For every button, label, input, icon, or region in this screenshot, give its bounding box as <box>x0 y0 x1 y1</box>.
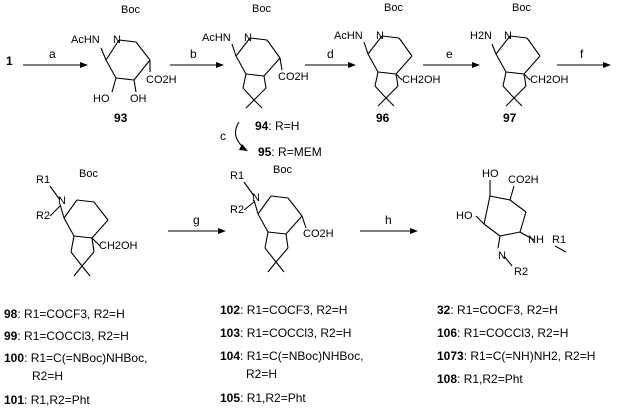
label-94-co2h: CO2H <box>278 71 309 83</box>
definition-102: 102: R1=COCF3, R2=H <box>220 303 348 317</box>
structure-94 <box>231 37 283 109</box>
label-97-n: N <box>504 30 512 42</box>
structure-32-108 <box>475 180 567 267</box>
arrow-e <box>423 62 480 68</box>
definition-94: 94: R=H <box>255 119 300 133</box>
step-b: b <box>190 47 197 61</box>
label-mid-n: N <box>252 192 260 204</box>
label-left-ch2oh: CH2OH <box>99 240 138 252</box>
label-94-achn: AcHN <box>202 32 231 44</box>
label-97-ch2oh: CH2OH <box>530 74 569 86</box>
structure-93 <box>100 39 151 93</box>
label-left-r1: R1 <box>36 174 51 186</box>
step-e: e <box>446 47 453 61</box>
label-mid-r1: R1 <box>230 170 245 182</box>
label-93-co2h: CO2H <box>146 74 177 86</box>
label-93-ho: HO <box>93 93 110 105</box>
label-mid-co2h: CO2H <box>303 228 334 240</box>
definition-104: 104: R1=C(=NBoc)NHBoc, <box>220 349 364 363</box>
label-96-achn: AcHN <box>334 30 363 42</box>
step-g: g <box>193 213 200 227</box>
definition-106: 106: R1=COCCl3, R2=H <box>437 326 569 340</box>
label-97-h2n: H2N <box>470 30 493 42</box>
arrow-f <box>557 62 611 68</box>
label-right-nh: NH <box>528 234 544 246</box>
arrow-h <box>360 228 418 234</box>
label-93-boc: Boc <box>121 4 140 16</box>
label-93-achn: AcHN <box>71 34 100 46</box>
label-left-boc: Boc <box>79 168 98 180</box>
label-right-r1: R1 <box>552 234 567 246</box>
label-97-boc: Boc <box>512 2 531 14</box>
definition-98: 98: R1=COCF3, R2=H <box>4 307 125 321</box>
definition-95: 95: R=MEM <box>258 145 322 159</box>
structure-102-105 <box>243 181 307 273</box>
label-mid-r2: R2 <box>230 204 245 216</box>
definition-1073: 1073: R1=C(=NH)NH2, R2=H <box>437 349 596 363</box>
definition-99: 99: R1=COCCl3, R2=H <box>4 329 129 343</box>
step-h: h <box>385 213 392 227</box>
label-94-boc: Boc <box>252 3 271 15</box>
structure-97 <box>491 35 541 107</box>
label-right-oh-left: HO <box>456 210 473 222</box>
label-94-n: N <box>244 32 252 44</box>
label-96-n: N <box>376 30 384 42</box>
label-93-n: N <box>113 34 121 46</box>
label-left-r2: R2 <box>36 210 51 222</box>
label-93-oh: OH <box>130 93 147 105</box>
definition-104-cont: R2=H <box>246 367 278 381</box>
definition-108: 108: R1,R2=Pht <box>437 372 523 386</box>
definition-105: 105: R1,R2=Pht <box>220 391 306 405</box>
compound-id-96: 96 <box>376 111 390 125</box>
start-compound-label: 1 <box>6 54 13 68</box>
structure-96 <box>363 35 413 107</box>
label-right-n: N <box>498 250 506 262</box>
label-right-r2: R2 <box>514 266 529 278</box>
arrow-b <box>170 62 224 68</box>
label-left-n: N <box>58 195 66 207</box>
step-a: a <box>49 47 56 61</box>
step-f: f <box>580 47 584 61</box>
label-right-co2h: CO2H <box>508 174 539 186</box>
step-c: c <box>220 129 226 143</box>
label-96-ch2oh: CH2OH <box>402 74 441 86</box>
arrow-a <box>23 62 88 68</box>
definition-101: 101: R1,R2=Pht <box>4 393 90 407</box>
compound-id-97: 97 <box>503 111 517 125</box>
definition-100-cont: R2=H <box>32 369 64 383</box>
label-right-oh-top: HO <box>482 168 499 180</box>
compound-id-93: 93 <box>114 111 128 125</box>
definition-100: 100: R1=C(=NBoc)NHBoc, <box>4 351 148 365</box>
structure-98-101 <box>49 185 109 277</box>
arrow-c <box>234 121 248 151</box>
definition-32: 32: R1=COCF3, R2=H <box>437 303 558 317</box>
step-d: d <box>327 47 334 61</box>
label-mid-boc: Boc <box>273 164 292 176</box>
definition-103: 103: R1=COCCl3, R2=H <box>220 326 352 340</box>
arrow-g <box>168 228 226 234</box>
label-96-boc: Boc <box>384 2 403 14</box>
arrow-d <box>305 62 356 68</box>
